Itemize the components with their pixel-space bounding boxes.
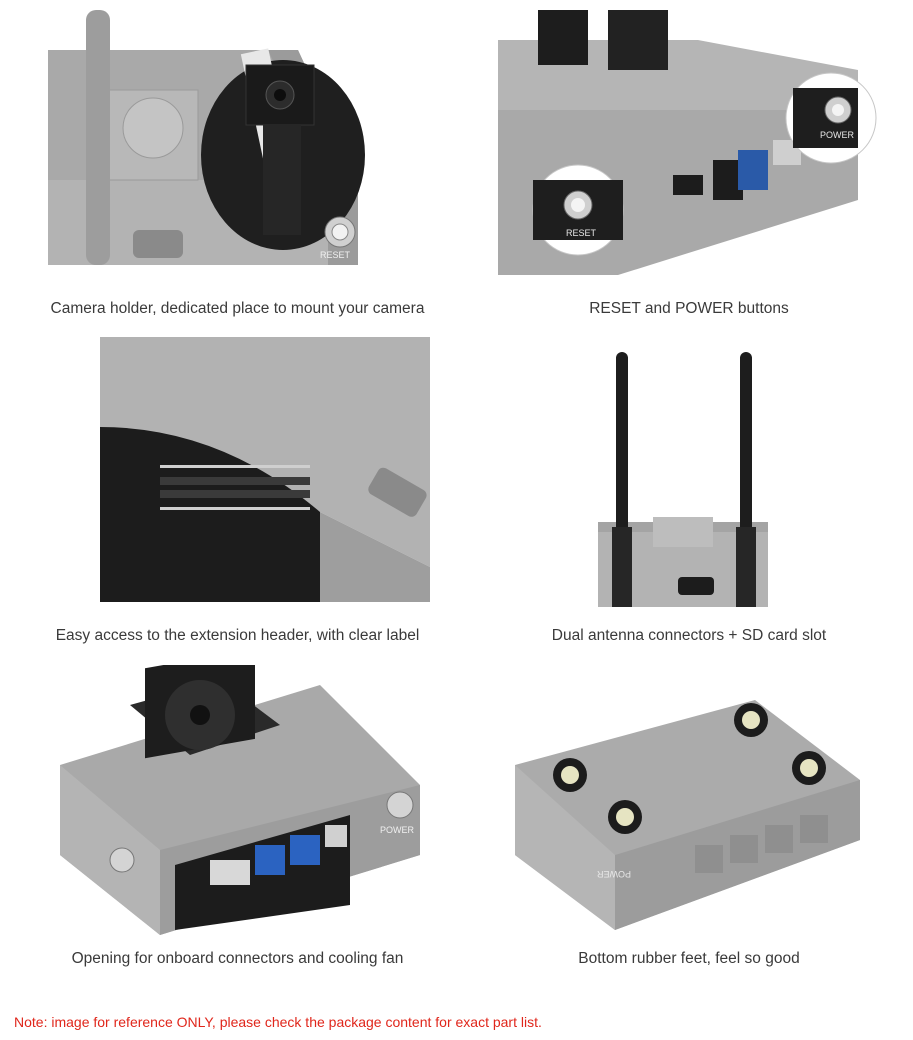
panel-extension-header: Easy access to the extension header, wit…	[30, 337, 445, 655]
camera-holder-illustration: RESET	[48, 10, 428, 280]
extension-header-photo	[100, 337, 430, 607]
caption-connectors-fan: Opening for onboard connectors and cooli…	[71, 950, 404, 967]
panel-reset-power: RESET POWER RESET and POWER buttons	[470, 10, 908, 328]
caption-camera-holder: Camera holder, dedicated place to mount …	[50, 300, 425, 317]
power-label-3: POWER	[596, 869, 631, 879]
connectors-fan-illustration: POWER	[50, 665, 430, 935]
reset-label-2: RESET	[566, 228, 597, 238]
reset-power-photo: RESET POWER	[498, 10, 878, 280]
connectors-fan-photo: POWER	[50, 665, 430, 935]
dual-antenna-illustration	[578, 347, 798, 612]
caption-dual-antenna: Dual antenna connectors + SD card slot	[551, 627, 827, 644]
caption-extension-header: Easy access to the extension header, wit…	[55, 627, 420, 644]
panel-rubber-feet: POWER Bottom rubber feet, feel so good	[470, 665, 908, 983]
rubber-feet-illustration: POWER	[515, 695, 865, 930]
panel-connectors-fan: POWER Opening for onboard connectors and…	[30, 665, 445, 983]
extension-header-illustration	[100, 337, 430, 607]
reset-label: RESET	[320, 250, 351, 260]
reference-note: Note: image for reference ONLY, please c…	[14, 1014, 542, 1030]
rubber-feet-photo: POWER	[515, 695, 865, 930]
power-label: POWER	[820, 130, 855, 140]
reset-power-illustration: RESET POWER	[498, 10, 878, 280]
dual-antenna-photo	[578, 347, 798, 612]
caption-rubber-feet: Bottom rubber feet, feel so good	[578, 950, 800, 967]
panel-camera-holder: RESET Camera holder, dedicated place to …	[30, 10, 445, 328]
caption-reset-power: RESET and POWER buttons	[589, 300, 789, 317]
panel-dual-antenna: Dual antenna connectors + SD card slot	[470, 337, 908, 655]
camera-holder-photo: RESET	[48, 10, 428, 280]
power-label-2: POWER	[380, 825, 415, 835]
